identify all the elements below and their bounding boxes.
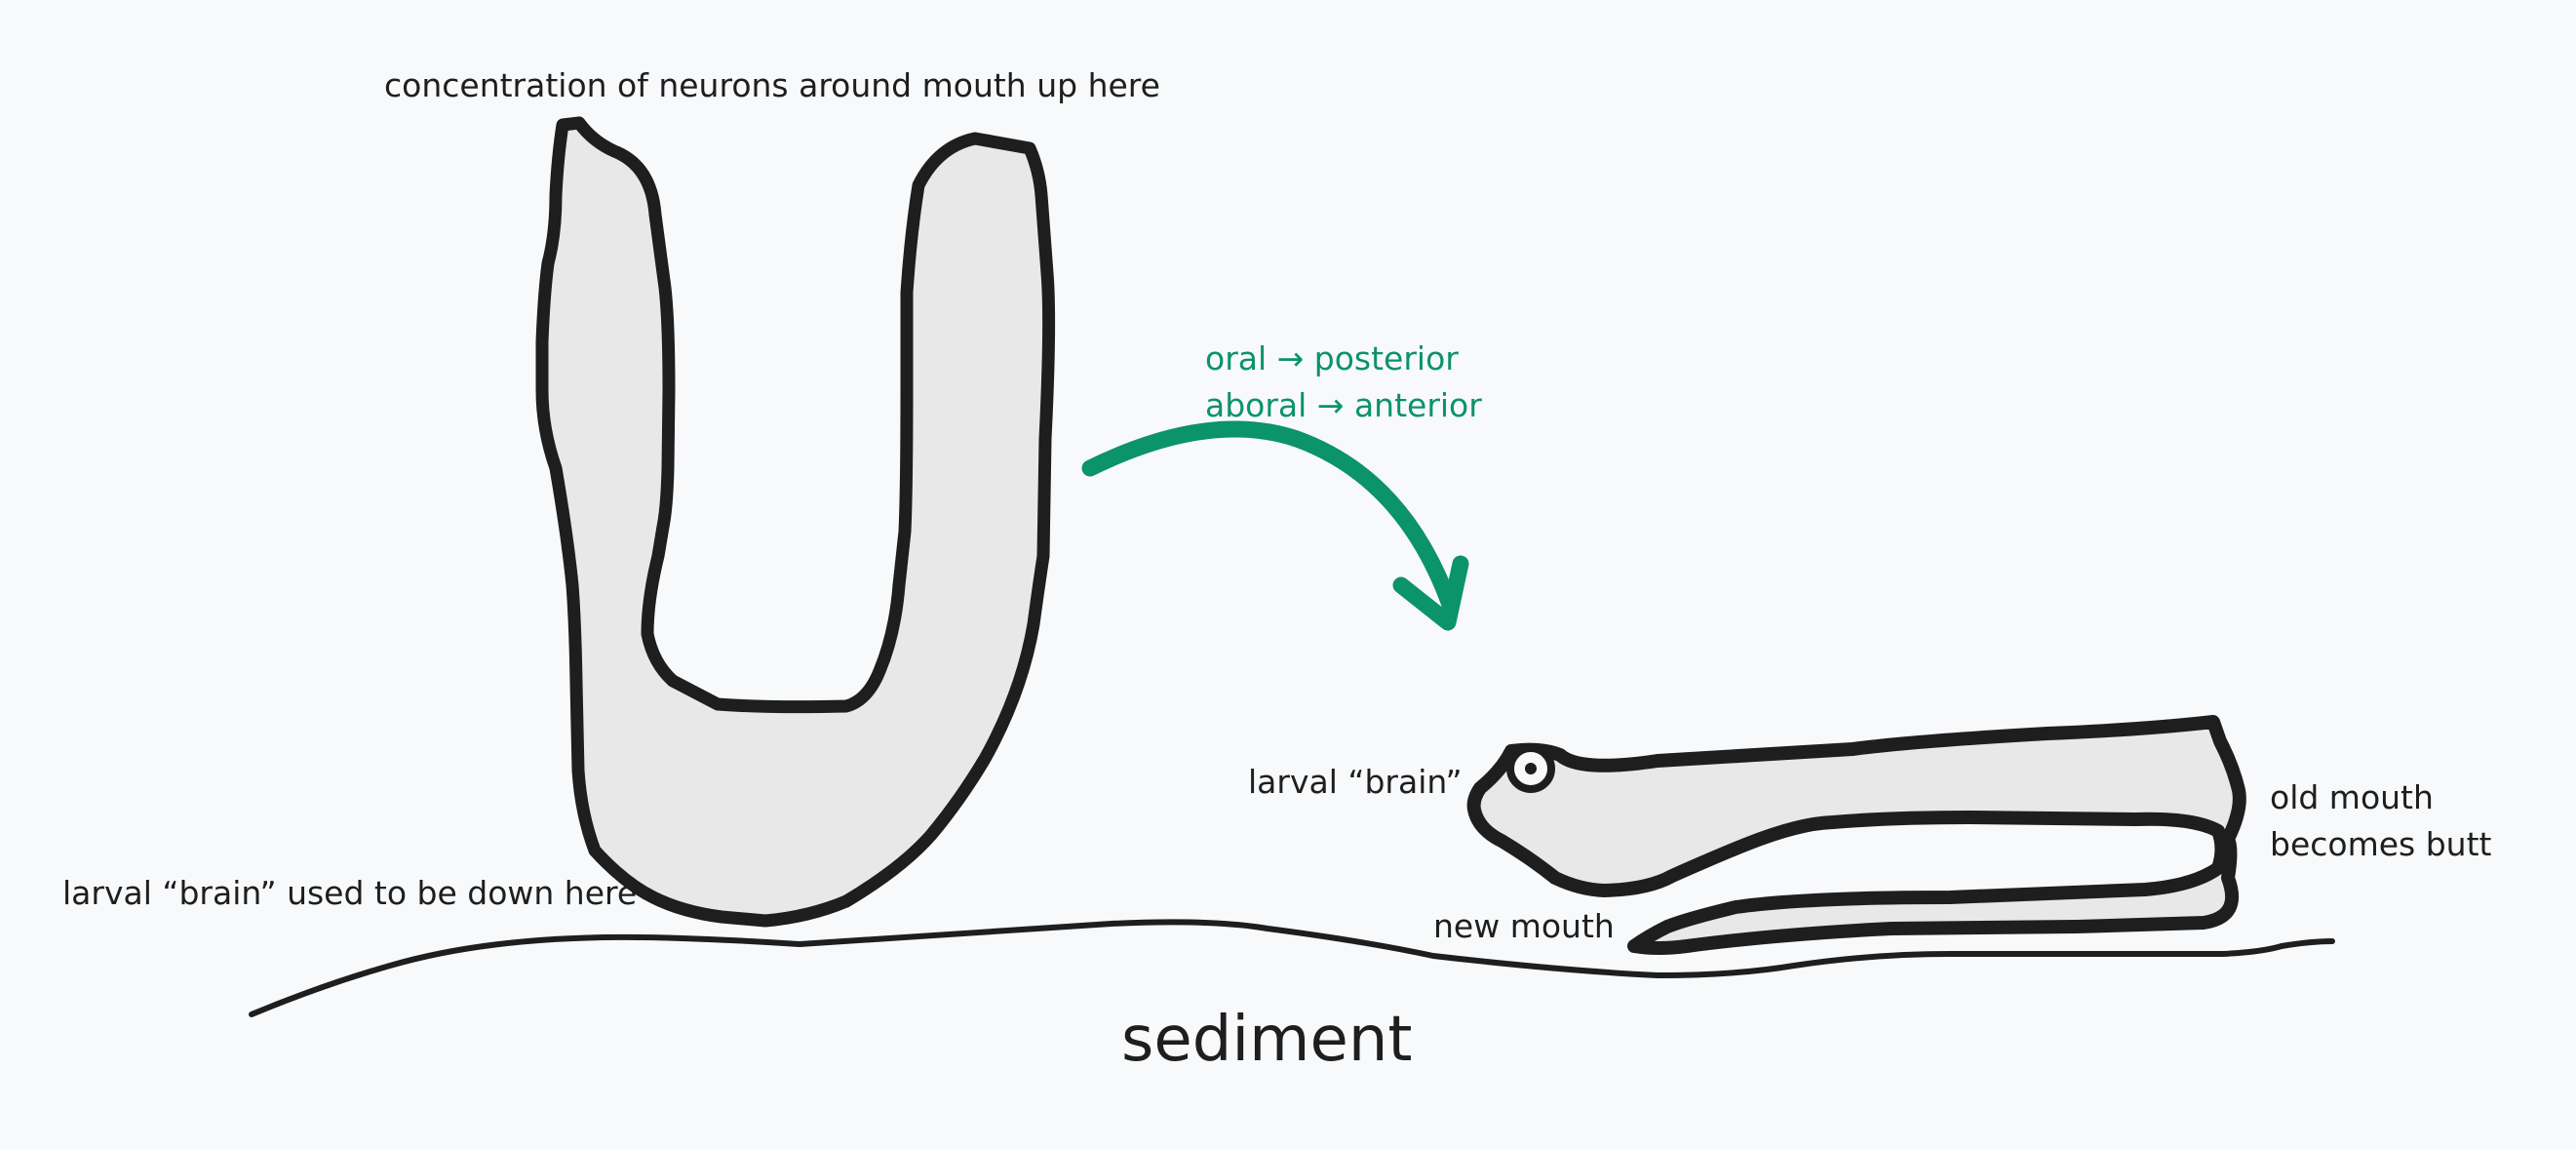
- arrow-note-line1: oral → posterior: [1205, 339, 1459, 377]
- folded-worm: [1466, 715, 2246, 955]
- larval-brain-dot: [1525, 763, 1537, 774]
- old-mouth-label-line2: becomes butt: [2270, 825, 2492, 863]
- sediment-label: sediment: [1121, 1004, 1413, 1076]
- bottom-note-label: larval “brain” used to be down here: [62, 874, 638, 912]
- u-shaped-larva: [535, 116, 1056, 928]
- arrow-note-line2: aboral → anterior: [1205, 386, 1482, 424]
- old-mouth-label-line1: old mouth: [2270, 778, 2434, 816]
- top-note-label: concentration of neurons around mouth up…: [384, 66, 1160, 104]
- sediment-line: [249, 919, 2335, 1017]
- transformation-arrow: [1081, 420, 1459, 614]
- arrow-head: [1392, 555, 1469, 631]
- larval-brain-label: larval “brain”: [1248, 763, 1463, 801]
- new-mouth-label: new mouth: [1433, 907, 1615, 945]
